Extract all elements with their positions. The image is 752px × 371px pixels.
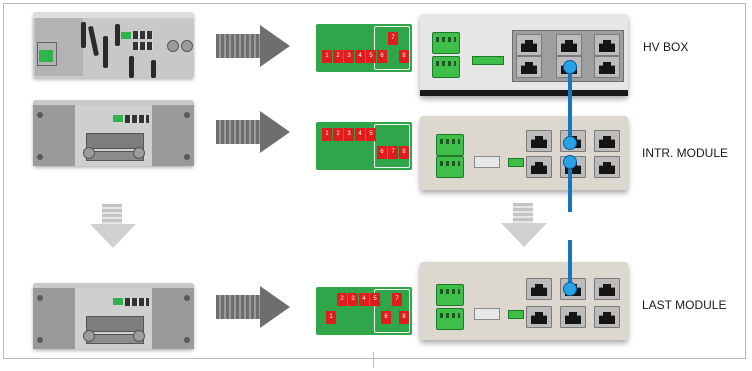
down-arrow-icon bbox=[501, 203, 547, 249]
link-cable bbox=[568, 66, 572, 144]
link-cable bbox=[568, 162, 572, 212]
right-arrow-icon bbox=[216, 111, 290, 153]
dip-switch-6: 6 bbox=[381, 311, 391, 324]
dip-switch-hv-box: 1 2 3 4 5 6 7 8 bbox=[316, 24, 412, 72]
dip-switch-4: 4 bbox=[359, 293, 369, 306]
link-cable bbox=[568, 240, 572, 286]
dip-switch-3: 3 bbox=[344, 128, 354, 141]
rj45-port bbox=[594, 130, 620, 152]
link-cable-plug bbox=[563, 155, 577, 169]
dip-switch-3: 3 bbox=[348, 293, 358, 306]
dip-switch-5: 5 bbox=[370, 293, 380, 306]
rj45-port bbox=[594, 56, 620, 78]
diagram-frame bbox=[3, 3, 746, 359]
intr-module-photo bbox=[33, 100, 194, 166]
dip-switch-7: 7 bbox=[388, 32, 398, 45]
dip-switch-intr-module: 1 2 3 4 5 6 7 8 bbox=[316, 122, 412, 170]
hv-box-connector-panel bbox=[420, 14, 628, 96]
dip-switch-1: 1 bbox=[326, 311, 336, 324]
dip-switch-7: 7 bbox=[392, 293, 402, 306]
intr-module-label: INTR. MODULE bbox=[642, 146, 729, 160]
dip-switch-8: 8 bbox=[399, 146, 409, 159]
last-module-label: LAST MODULE bbox=[642, 298, 727, 312]
right-arrow-icon bbox=[216, 25, 290, 67]
dip-switch-last-module: 1 2 3 4 5 6 7 8 bbox=[316, 287, 412, 335]
dip-switch-2: 2 bbox=[333, 128, 343, 141]
rj45-port bbox=[516, 34, 542, 56]
dip-switch-3: 3 bbox=[344, 50, 354, 63]
dip-switch-1: 1 bbox=[322, 128, 332, 141]
dip-switch-8: 8 bbox=[399, 311, 409, 324]
rj45-port bbox=[526, 130, 552, 152]
rj45-port bbox=[556, 34, 582, 56]
link-cable-plug bbox=[563, 60, 577, 74]
rj45-port bbox=[526, 306, 552, 328]
dip-switch-5: 5 bbox=[366, 50, 376, 63]
dip-switch-5: 5 bbox=[366, 128, 376, 141]
rj45-port bbox=[594, 156, 620, 178]
dip-switch-6: 6 bbox=[377, 50, 387, 63]
link-cable-plug bbox=[563, 282, 577, 296]
last-module-connector-panel bbox=[420, 262, 628, 340]
dip-switch-1: 1 bbox=[322, 50, 332, 63]
right-arrow-icon bbox=[216, 286, 290, 328]
frame-divider-tick bbox=[373, 352, 374, 368]
intr-module-connector-panel bbox=[420, 116, 628, 190]
dip-switch-2: 2 bbox=[333, 50, 343, 63]
rj45-port bbox=[516, 56, 542, 78]
dip-switch-6: 6 bbox=[377, 146, 387, 159]
dip-switch-2: 2 bbox=[337, 293, 347, 306]
rj45-port bbox=[594, 306, 620, 328]
link-cable-plug bbox=[563, 136, 577, 150]
rj45-port bbox=[526, 156, 552, 178]
hv-box-photo bbox=[33, 12, 194, 78]
dip-switch-8: 8 bbox=[399, 50, 409, 63]
rj45-port bbox=[594, 278, 620, 300]
rj45-port bbox=[526, 278, 552, 300]
rj45-port bbox=[594, 34, 620, 56]
hv-box-label: HV BOX bbox=[643, 40, 689, 54]
rj45-port bbox=[560, 306, 586, 328]
dip-switch-4: 4 bbox=[355, 128, 365, 141]
last-module-photo bbox=[33, 283, 194, 349]
dip-switch-7: 7 bbox=[388, 146, 398, 159]
dip-switch-4: 4 bbox=[355, 50, 365, 63]
down-arrow-icon bbox=[90, 204, 136, 250]
